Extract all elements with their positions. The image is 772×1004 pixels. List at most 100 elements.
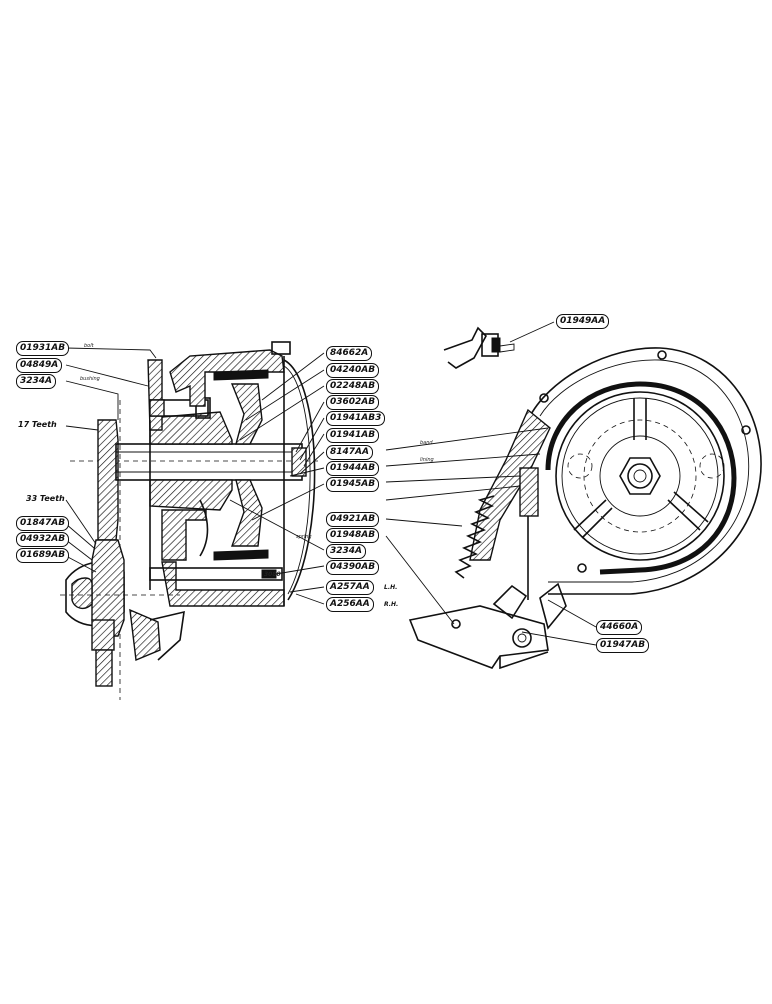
part-label: 01847AB — [16, 516, 70, 531]
pinion-stem — [95, 649, 113, 687]
cam-lever — [539, 582, 567, 630]
part-label: 03602AB — [326, 395, 380, 410]
leader-l01 — [65, 347, 157, 359]
spoke-top — [633, 398, 647, 440]
lining-upper — [213, 369, 269, 381]
brake-band — [545, 381, 737, 575]
leader-r14 — [289, 586, 325, 593]
clip-screw — [491, 337, 501, 353]
part-label: 04932AB — [16, 532, 70, 547]
arm — [149, 610, 185, 661]
part-label: 02248AB — [326, 379, 380, 394]
shaft-nut — [291, 447, 307, 477]
spoke-left — [573, 499, 613, 539]
collar — [129, 608, 161, 662]
main-shaft — [115, 443, 303, 481]
drum-web-lower — [231, 479, 263, 547]
adjuster-block — [519, 467, 539, 517]
leader-r04 — [295, 401, 325, 453]
hex-nut — [619, 457, 661, 495]
part-label: 3234A — [16, 374, 57, 389]
pivot-lug — [492, 584, 528, 620]
casing-hole-left — [539, 393, 549, 403]
hub-lower — [149, 479, 233, 511]
leader-t03 — [521, 631, 597, 646]
housing-top — [169, 349, 285, 407]
leader-l06 — [65, 555, 97, 573]
leader-r01 — [261, 352, 325, 401]
drum-hub-ring — [599, 435, 681, 517]
lining-lower — [213, 549, 269, 561]
tiny-note: bushing — [80, 376, 100, 382]
part-label: 01941AB3 — [326, 411, 386, 426]
leader-r02 — [245, 369, 325, 421]
cover-inner — [283, 365, 311, 595]
leader-t01 — [509, 321, 555, 343]
tiny-note: lining — [420, 457, 434, 463]
hidden-ring — [583, 419, 697, 533]
bracket-foot — [499, 651, 549, 670]
leader-r05 — [299, 417, 325, 461]
tiny-note: bolt — [84, 343, 94, 349]
side-note: R.H. — [384, 601, 399, 608]
leader-r11 — [385, 535, 455, 625]
part-label: 01948AB — [326, 528, 380, 543]
leader-teeth17 — [65, 425, 99, 431]
part-label: 04240AB — [326, 363, 380, 378]
pivot-boss — [512, 628, 532, 648]
cap-screw — [271, 341, 291, 355]
drum-rim — [561, 397, 719, 555]
gear-33-teeth — [91, 539, 125, 637]
lower-bracket — [408, 605, 549, 669]
stud-thread — [149, 399, 165, 417]
casing-hole-right — [741, 425, 751, 435]
bracket — [147, 359, 163, 431]
leader-r07 — [299, 451, 325, 475]
spoke-right — [667, 491, 709, 531]
sectional-view — [60, 341, 325, 700]
teeth-note: 33 Teeth — [26, 494, 65, 503]
part-label: 01941AB — [326, 428, 380, 443]
part-label: 01949AA — [556, 314, 610, 329]
side-note: L.H. — [384, 584, 398, 591]
leader-r13 — [275, 565, 325, 575]
leader-l05 — [65, 539, 93, 561]
casing-hole-top — [657, 350, 667, 360]
leader-l04 — [65, 523, 95, 549]
leader-r10 — [385, 518, 463, 527]
part-label: 84662A — [326, 346, 373, 361]
drum-outer — [555, 391, 725, 561]
part-label: 44660A — [596, 620, 643, 635]
leader-l03 — [65, 380, 119, 420]
casing-outer — [527, 347, 762, 595]
tiny-note: 3080 — [264, 571, 281, 578]
bottom-rod — [149, 567, 283, 581]
leader-band — [385, 427, 549, 451]
casting-curve — [199, 499, 209, 557]
teeth-note: 17 Teeth — [18, 420, 57, 429]
casing-inner — [539, 359, 750, 583]
leader-l02 — [65, 364, 149, 387]
leader-r06 — [303, 433, 325, 467]
gear-17-teeth — [97, 419, 119, 541]
leader-r03 — [239, 385, 325, 441]
part-label: 04921AB — [326, 512, 380, 527]
part-label: A256AA — [326, 597, 374, 612]
leader-teeth33 — [65, 499, 97, 545]
casting-lower — [161, 509, 207, 561]
part-label: A257AA — [326, 580, 374, 595]
side-view — [385, 321, 762, 670]
part-label: 04390AB — [326, 560, 380, 575]
part-label: 01947AB — [596, 638, 650, 653]
tiny-note: band — [420, 440, 433, 446]
pinion-hub — [71, 577, 93, 610]
part-label: 01945AB — [326, 477, 380, 492]
clip-pin — [499, 343, 515, 353]
part-label: 01689AB — [16, 548, 70, 563]
leader-lining — [385, 453, 541, 467]
leader-r09 — [251, 483, 325, 521]
nut-bore — [627, 463, 653, 489]
part-label: 04849A — [16, 358, 63, 373]
pinion-lower — [91, 619, 115, 651]
